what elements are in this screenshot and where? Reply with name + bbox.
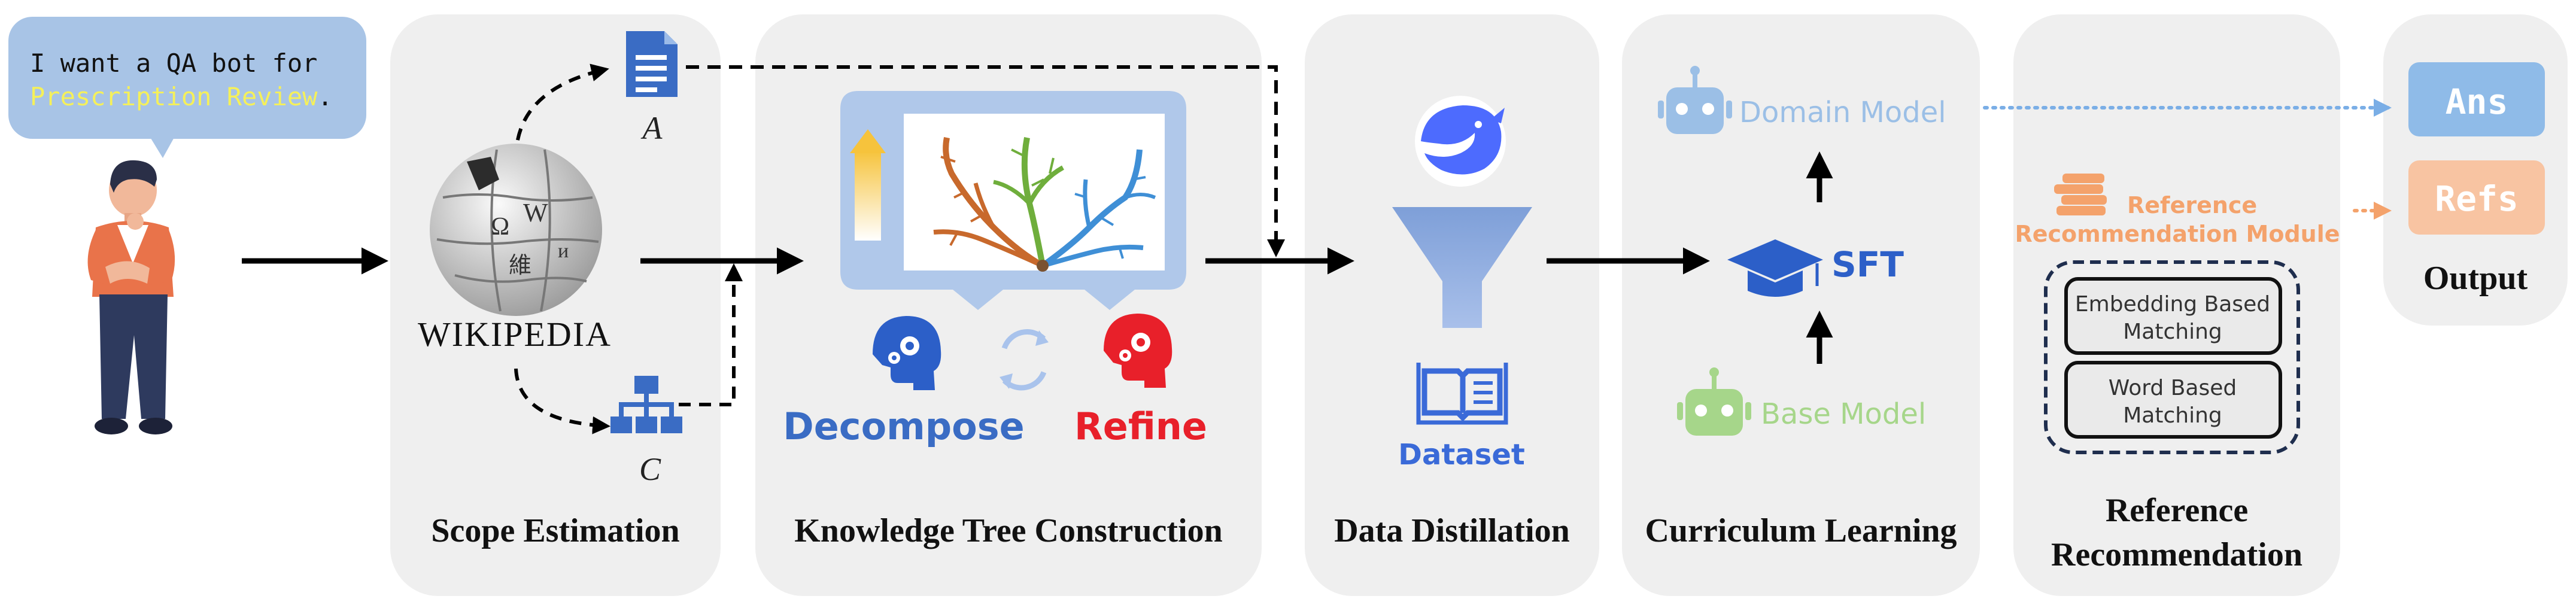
svg-text:W: W	[523, 198, 548, 227]
label-a: A	[641, 110, 663, 146]
domain-model-robot-icon	[1658, 66, 1732, 134]
base-model-label: Base Model	[1761, 397, 1926, 431]
output-title: Output	[2423, 260, 2528, 297]
word-matching-box	[2064, 361, 2282, 439]
hierarchy-icon	[610, 376, 682, 433]
refs-label: Refs	[2435, 178, 2519, 219]
label-c: C	[639, 451, 661, 487]
books-stack-icon	[2054, 174, 2107, 215]
svg-text:Ω: Ω	[491, 213, 509, 241]
knowledge-tree-illustration	[840, 91, 1186, 310]
wikipedia-wordmark: WIKIPEDIA	[418, 315, 612, 354]
scope-estimation-title: Scope Estimation	[431, 512, 680, 549]
matching-methods-group	[2044, 260, 2300, 454]
dataset-label: Dataset	[1398, 438, 1525, 472]
word-line2: Matching	[2123, 403, 2222, 428]
knowledge-tree-title: Knowledge Tree Construction	[794, 512, 1223, 549]
ans-box	[2408, 62, 2545, 136]
data-distillation-title: Data Distillation	[1334, 512, 1570, 549]
curriculum-learning-title: Curriculum Learning	[1645, 512, 1957, 549]
decompose-label: Decompose	[783, 405, 1024, 448]
embedding-matching-box	[2064, 277, 2282, 355]
word-line1: Word Based	[2109, 376, 2237, 400]
request-period: .	[317, 82, 332, 111]
dataset-book-icon	[1416, 363, 1508, 425]
refine-head-icon	[1104, 314, 1172, 388]
wikipedia-globe-icon: Ω W 維 и	[430, 144, 602, 316]
ans-label: Ans	[2446, 81, 2508, 122]
funnel-icon	[1392, 207, 1532, 328]
document-icon	[626, 31, 678, 97]
dashed-arrow-c-to-tree	[679, 263, 743, 406]
reference-recommendation-title-line2: Recommendation	[2051, 536, 2302, 573]
deepseek-whale-logo	[1415, 96, 1506, 187]
decompose-head-icon	[873, 316, 941, 390]
request-highlight: Prescription Review	[30, 82, 318, 111]
embedding-line1: Embedding Based	[2075, 292, 2270, 317]
dashed-arrow-wiki-to-c	[514, 368, 610, 434]
reference-module-line2: Recommendation Module	[2015, 221, 2340, 247]
request-line2: Prescription Review.	[30, 82, 333, 111]
dashed-arrow-a-to-distill	[686, 65, 1285, 257]
svg-text:維: 維	[509, 253, 531, 278]
base-model-robot-icon	[1677, 367, 1751, 436]
dashed-arrow-wiki-to-a	[514, 63, 609, 161]
refs-box	[2408, 160, 2545, 235]
embedding-line2: Matching	[2123, 320, 2222, 344]
speech-bubble	[8, 17, 366, 158]
graduation-cap-icon	[1727, 239, 1823, 297]
domain-model-label: Domain Model	[1739, 96, 1946, 129]
refine-label: Refine	[1074, 405, 1207, 448]
request-line1: I want a QA bot for	[30, 48, 317, 78]
reference-recommendation-title-line1: Reference	[2105, 492, 2249, 529]
user-person-icon	[87, 160, 175, 434]
sft-label: SFT	[1831, 244, 1904, 285]
svg-text:и: и	[558, 240, 569, 262]
refresh-cycle-icon	[1000, 329, 1049, 391]
reference-module-line1: Reference	[2127, 192, 2257, 218]
